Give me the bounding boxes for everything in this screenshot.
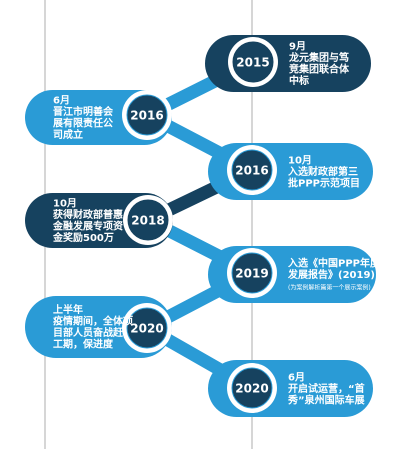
- year-label: 2015: [236, 56, 269, 70]
- year-circle: [127, 199, 169, 241]
- year-label: 2019: [235, 267, 268, 281]
- event-text-line: 10月: [288, 154, 312, 166]
- event-text-line: 开启试运营，“首: [288, 382, 365, 395]
- event-text-line: 工期，保进度: [53, 338, 114, 351]
- event-text-line: 发展报告》(2019): [287, 268, 375, 281]
- event-text-line: 9月: [289, 41, 306, 53]
- year-label: 2018: [131, 214, 164, 228]
- year-circle: [231, 252, 273, 294]
- event-text-line: 10月: [53, 198, 77, 210]
- event-text-line: 竞集团联合体: [288, 63, 350, 76]
- event-text-line: 疫情期间，全体项: [53, 315, 133, 328]
- year-circle: [126, 94, 168, 136]
- event-text-line: 秀”泉州国际车展: [287, 393, 365, 406]
- year-label: 2020: [235, 382, 268, 396]
- year-circle: [126, 307, 168, 349]
- event-text-line: 6月: [53, 95, 70, 107]
- event-text-line: 入选财政部第三: [288, 165, 358, 178]
- event-note: (为案例解析篇第一个展示案例): [288, 283, 371, 291]
- event-text-line: 金融发展专项资: [52, 220, 123, 233]
- event-text-line: 获得财政部普惠: [52, 208, 123, 221]
- event-text-line: 上半年: [53, 303, 83, 316]
- event-text-line: 批PPP示范项目: [288, 176, 360, 189]
- year-label: 2016: [130, 109, 163, 123]
- event-text-line: 晋江市明善会: [53, 105, 113, 118]
- event-text-line: 6月: [288, 371, 305, 383]
- event-text-line: 中标: [289, 74, 309, 87]
- event-text-line: 司成立: [53, 128, 83, 141]
- event-text-line: 目部人员奋战赶: [53, 326, 124, 339]
- event-text-line: 展有限责任公: [53, 117, 113, 130]
- event-text-line: 金奖励500万: [52, 231, 114, 244]
- year-circle: [231, 149, 273, 191]
- year-circle: [231, 367, 273, 409]
- year-label: 2016: [235, 164, 268, 178]
- year-label: 2020: [130, 322, 163, 336]
- event-text-line: 龙元集团与笃: [288, 51, 349, 64]
- event-text-line: 入选《中国PPP年度: [288, 256, 381, 269]
- year-circle: [232, 41, 274, 83]
